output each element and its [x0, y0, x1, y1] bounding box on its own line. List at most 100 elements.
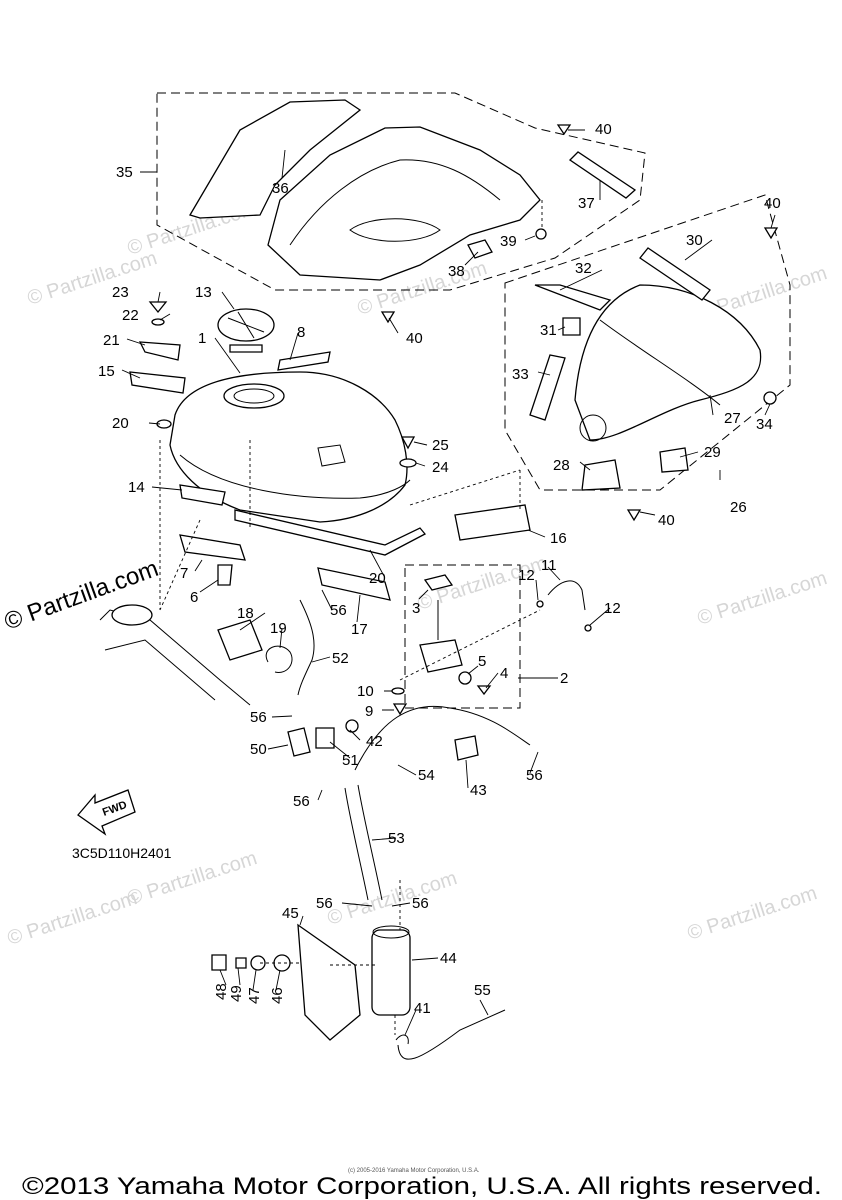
hose-11: [547, 580, 586, 611]
callout-44: 44: [440, 950, 457, 967]
callout-24: 24: [432, 459, 449, 476]
assembly-lines: [159, 200, 543, 1035]
hose-parts: [211, 705, 531, 1060]
callout-23: 23: [112, 284, 129, 301]
clamp-43: [454, 735, 479, 761]
callout-40: 40: [764, 195, 781, 212]
callout-54: 54: [418, 767, 435, 784]
callout-51: 51: [342, 752, 359, 769]
cover-contour-line: [349, 218, 441, 242]
callout-31: 31: [540, 322, 557, 339]
copyright-notice: ©2013 Yamaha Motor Corporation, U.S.A. A…: [22, 1173, 822, 1200]
callout-40: 40: [658, 512, 675, 529]
callout-46: 46: [269, 987, 286, 1004]
assembly-line: [159, 200, 543, 1035]
tank-cover-38: [467, 239, 493, 259]
callout-16: 16: [550, 530, 567, 547]
callout-29: 29: [704, 444, 721, 461]
fuel-cock-body: [419, 639, 463, 673]
callout-21: 21: [103, 332, 120, 349]
watermark: © Partzilla.com: [685, 882, 820, 945]
callout-53: 53: [388, 830, 405, 847]
small-print: (c) 2005-2016 Yamaha Motor Corporation, …: [348, 1168, 480, 1174]
grommet-39: [535, 228, 547, 240]
fuel-tank-parts: [129, 301, 531, 601]
panel-group-26-outline: [504, 194, 791, 491]
bolt-42: [345, 719, 359, 733]
callout-8: 8: [297, 324, 305, 341]
screw-40-lower: [626, 509, 642, 522]
cap-base: [229, 344, 263, 353]
cover-group-35-outline: [156, 92, 646, 291]
side-panel-parts: [529, 227, 779, 522]
callout-47: 47: [246, 987, 263, 1004]
callout-4: 4: [500, 665, 508, 682]
callout-56: 56: [412, 895, 429, 912]
callout-1: 1: [198, 330, 206, 347]
callout-41: 41: [414, 1000, 431, 1017]
callout-7: 7: [180, 565, 188, 582]
tank-filler-ring: [233, 388, 275, 404]
callout-40: 40: [406, 330, 423, 347]
panel-trim-30: [639, 247, 711, 301]
pad-7: [179, 534, 246, 561]
callout-9: 9: [365, 703, 373, 720]
callout-45: 45: [282, 905, 299, 922]
callout-40: 40: [595, 121, 612, 138]
clamp-51: [315, 727, 335, 749]
washer-24: [399, 458, 417, 468]
callout-12: 12: [604, 600, 621, 617]
callout-33: 33: [512, 366, 529, 383]
callout-20: 20: [369, 570, 386, 587]
washer-22: [151, 318, 165, 326]
collar-47: [250, 955, 266, 971]
callout-12: 12: [518, 567, 535, 584]
callout-30: 30: [686, 232, 703, 249]
hose-52: [297, 599, 315, 696]
callout-10: 10: [357, 683, 374, 700]
callout-5: 5: [478, 653, 486, 670]
callout-18: 18: [237, 605, 254, 622]
diagram-code: 3C5D110H2401: [72, 845, 172, 861]
valve-50: [287, 727, 311, 757]
callout-17: 17: [351, 621, 368, 638]
tank-filler-neck: [223, 383, 285, 409]
callout-35: 35: [116, 164, 133, 181]
callout-55: 55: [474, 982, 491, 999]
callout-56: 56: [250, 709, 267, 726]
watermark: © Partzilla.com: [325, 867, 460, 930]
callout-56: 56: [293, 793, 310, 810]
panel-pad-31: [562, 317, 581, 336]
callout-13: 13: [195, 284, 212, 301]
leader-line: [219, 902, 489, 1036]
fuel-cock-parts: [391, 574, 592, 716]
cover-contour-line: [289, 159, 501, 246]
callouts: 40 35 36 37 39 38 40 40 30 32 31 33 27 3…: [72, 121, 781, 1017]
callout-11: 11: [541, 557, 557, 574]
hose-55: [397, 1009, 506, 1060]
frame-parts: [99, 599, 315, 706]
clip-19: [265, 645, 293, 673]
bracket-45: [297, 923, 361, 1041]
damper-20-strip: [234, 509, 427, 556]
callout-42: 42: [366, 733, 383, 750]
panel-piece-28: [581, 459, 621, 491]
bolt-48: [211, 954, 227, 971]
bracket-15: [129, 371, 186, 394]
callout-56: 56: [316, 895, 333, 912]
callout-25: 25: [432, 437, 449, 454]
callout-36: 36: [272, 180, 289, 197]
hose-53-b: [357, 784, 383, 901]
callout-38: 38: [448, 263, 465, 280]
tank-cover-36: [189, 99, 362, 219]
callout-26: 26: [730, 499, 747, 516]
leader-line: [382, 566, 611, 711]
canister-top: [372, 925, 410, 939]
tank-cover-parts: [189, 99, 637, 324]
panel-piece-29: [659, 447, 689, 473]
hose-54: [354, 705, 531, 771]
decal-8: [277, 351, 331, 371]
damper-16: [454, 504, 531, 541]
callout-14: 14: [128, 479, 145, 496]
